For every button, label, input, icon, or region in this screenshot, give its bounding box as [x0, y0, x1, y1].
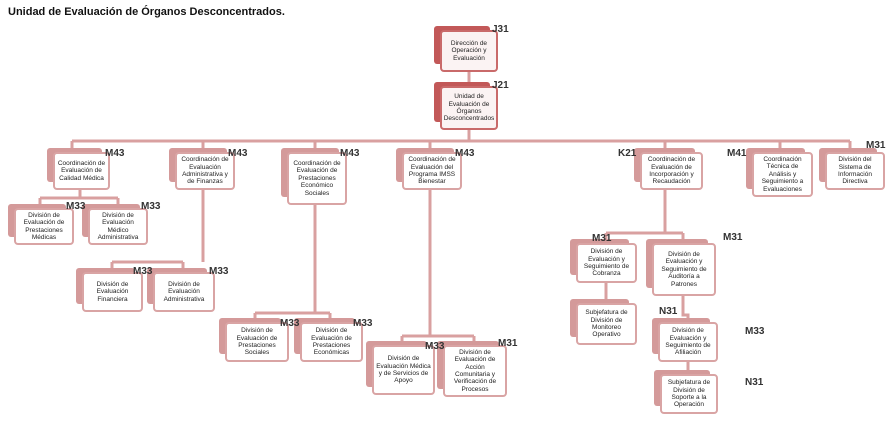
level-code: M41	[727, 148, 747, 159]
level-code: M31	[498, 338, 518, 349]
level-code: N31	[659, 306, 678, 317]
org-node: División de Evaluación Médica y de Servi…	[366, 341, 435, 395]
org-node: Unidad de Evaluación de Órganos Desconce…	[434, 82, 498, 130]
node-label: División de Evaluación Médica y de Servi…	[372, 345, 435, 395]
org-node: Coordinación de Evaluación Administrativ…	[169, 148, 235, 190]
org-node: División del Sistema de Información Dire…	[819, 148, 885, 190]
node-label: Subjefatura de División de Monitoreo Ope…	[576, 303, 637, 345]
org-node: División de Evaluación Financiera	[76, 268, 143, 312]
org-node: División de Evaluación de Prestaciones E…	[294, 318, 363, 362]
node-label: Coordinación de Evaluación de Incorporac…	[640, 152, 703, 190]
node-label: Unidad de Evaluación de Órganos Desconce…	[440, 86, 498, 130]
level-code: J31	[492, 24, 509, 35]
node-label: División de Evaluación y Seguimiento de …	[652, 243, 716, 296]
org-node: División de Evaluación y Seguimiento de …	[646, 239, 716, 296]
level-code: M33	[66, 201, 86, 212]
org-node: Coordinación Técnica de Análisis y Segui…	[746, 148, 813, 197]
node-label: División de Evaluación de Acción Comunit…	[443, 345, 507, 397]
level-code: M43	[105, 148, 125, 159]
org-node: División de Evaluación de Prestaciones S…	[219, 318, 289, 362]
node-label: Dirección de Operación y Evaluación	[440, 30, 498, 72]
level-code: M33	[745, 326, 765, 337]
node-label: Coordinación Técnica de Análisis y Segui…	[752, 152, 813, 197]
org-node: Coordinación de Evaluación de Prestacion…	[281, 148, 347, 205]
org-node: Coordinación de Evaluación de Calidad Mé…	[47, 148, 110, 190]
node-label: División de Evaluación Financiera	[82, 272, 143, 312]
node-label: División de Evaluación Administrativa	[153, 272, 215, 312]
org-node: Coordinación de Evaluación del Programa …	[396, 148, 462, 190]
node-label: División del Sistema de Información Dire…	[825, 152, 885, 190]
org-node: Subjefatura de División de Soporte a la …	[654, 370, 718, 414]
level-code: M33	[353, 318, 373, 329]
node-label: División de Evaluación Médico Administra…	[88, 208, 148, 245]
org-node: División de Evaluación y Seguimiento de …	[570, 239, 637, 283]
page-title: Unidad de Evaluación de Órganos Desconce…	[8, 6, 285, 18]
level-code: K21	[618, 148, 637, 159]
level-code: N31	[745, 377, 764, 388]
level-code: M43	[228, 148, 248, 159]
node-label: Subjefatura de División de Soporte a la …	[660, 374, 718, 414]
node-label: Coordinación de Evaluación Administrativ…	[175, 152, 235, 190]
org-node: División de Evaluación Administrativa	[147, 268, 215, 312]
level-code: M43	[340, 148, 360, 159]
level-code: M33	[280, 318, 300, 329]
org-node: División de Evaluación Médico Administra…	[82, 204, 148, 245]
level-code: M31	[592, 233, 612, 244]
level-code: M43	[455, 148, 475, 159]
node-label: División de Evaluación y Seguimiento de …	[576, 243, 637, 283]
org-node: División de Evaluación y Seguimiento de …	[652, 318, 718, 362]
level-code: M33	[141, 201, 161, 212]
node-label: Coordinación de Evaluación del Programa …	[402, 152, 462, 190]
level-code: M33	[133, 266, 153, 277]
node-label: División de Evaluación de Prestaciones M…	[14, 208, 74, 245]
level-code: M33	[425, 341, 445, 352]
node-label: Coordinación de Evaluación de Prestacion…	[287, 152, 347, 205]
org-node: División de Evaluación de Prestaciones M…	[8, 204, 74, 245]
org-node: Subjefatura de División de Monitoreo Ope…	[570, 299, 637, 345]
node-label: División de Evaluación de Prestaciones S…	[225, 322, 289, 362]
org-node: Dirección de Operación y Evaluación	[434, 26, 498, 72]
level-code: M31	[866, 140, 886, 151]
node-label: División de Evaluación y Seguimiento de …	[658, 322, 718, 362]
node-label: División de Evaluación de Prestaciones E…	[300, 322, 363, 362]
level-code: M31	[723, 232, 743, 243]
level-code: J21	[492, 80, 509, 91]
org-node: División de Evaluación de Acción Comunit…	[437, 341, 507, 397]
org-node: Coordinación de Evaluación de Incorporac…	[634, 148, 703, 190]
node-label: Coordinación de Evaluación de Calidad Mé…	[53, 152, 110, 190]
level-code: M33	[209, 266, 229, 277]
